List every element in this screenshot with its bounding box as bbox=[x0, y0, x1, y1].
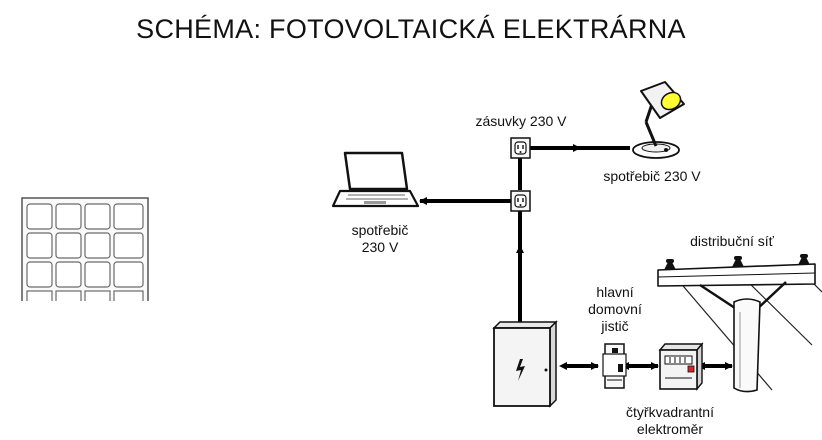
breaker-label-line3: jistič bbox=[601, 318, 629, 334]
meter-label-line2: elektroměr bbox=[636, 421, 704, 437]
outlet-bottom-icon bbox=[510, 190, 531, 212]
electricity-meter-icon bbox=[658, 342, 704, 391]
lamp-appliance-label: spotřebič 230 V bbox=[603, 168, 701, 184]
diagram-title: SCHÉMA: FOTOVOLTAICKÁ ELEKTRÁRNA bbox=[136, 14, 686, 44]
laptop-appliance-label-line1: spotřebič bbox=[351, 222, 409, 238]
outlet-top-icon bbox=[510, 137, 531, 159]
breaker-label-line2: domovní bbox=[588, 301, 642, 317]
solar-panel bbox=[0, 197, 160, 313]
lamp-icon bbox=[632, 81, 685, 159]
grid-label: distribuční síť bbox=[690, 233, 774, 249]
wiring bbox=[419, 144, 733, 370]
utility-pole-icon bbox=[657, 254, 822, 393]
laptop-icon bbox=[331, 151, 420, 208]
meter-label-line1: čtyřkvadrantní bbox=[626, 404, 714, 420]
main-breaker-icon bbox=[602, 343, 627, 389]
breaker-label-line1: hlavní bbox=[596, 284, 634, 300]
laptop-appliance-label-line2: 230 V bbox=[361, 239, 399, 255]
outlets-label: zásuvky 230 V bbox=[475, 113, 567, 129]
inverter-box bbox=[492, 320, 558, 408]
